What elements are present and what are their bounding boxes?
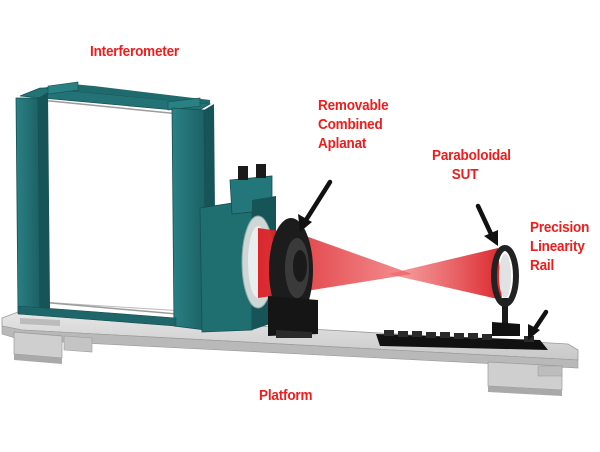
aplanat-label: Removable Combined Aplanat xyxy=(318,97,389,152)
precision-linearity-rail xyxy=(376,330,548,350)
sut-label: Paraboloidal SUT xyxy=(432,147,511,183)
interferometer-housing xyxy=(15,81,216,331)
sut-pointer-arrow xyxy=(475,203,498,246)
aplanat-mount xyxy=(268,218,318,338)
platform-label: Platform xyxy=(259,387,313,404)
paraboloidal-sut-mirror xyxy=(491,245,520,336)
aplanat-pointer-arrow xyxy=(298,179,333,232)
rail-pointer-arrow xyxy=(528,309,549,340)
rail-label: Precision Linearity Rail xyxy=(530,219,590,274)
interferometer-label: Interferometer xyxy=(90,43,180,60)
